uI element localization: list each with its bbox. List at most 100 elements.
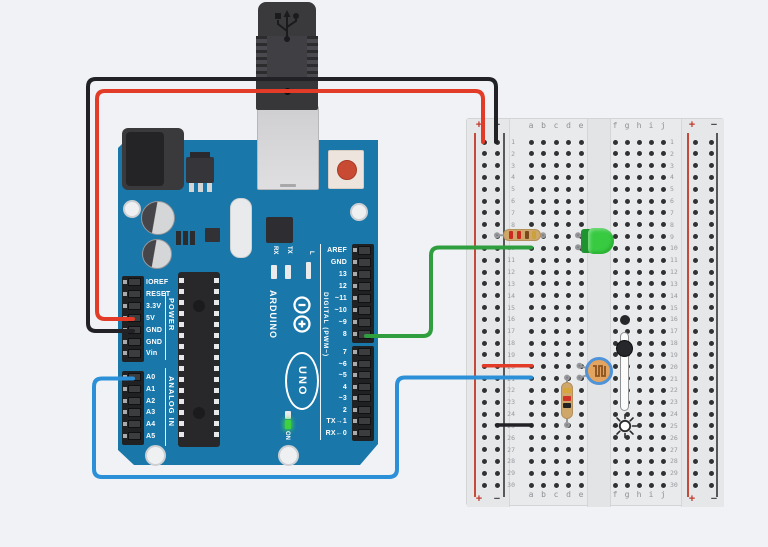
breadboard-hole[interactable]	[660, 435, 666, 441]
breadboard-hole[interactable]	[528, 340, 534, 346]
rail-hole[interactable]	[481, 435, 487, 441]
rail-hole[interactable]	[692, 293, 698, 299]
rail-hole[interactable]	[481, 186, 487, 192]
breadboard-hole[interactable]	[566, 269, 571, 275]
breadboard-hole[interactable]	[660, 281, 666, 287]
rail-hole[interactable]	[494, 340, 500, 346]
breadboard-hole[interactable]	[636, 234, 642, 240]
rail-hole[interactable]	[708, 198, 714, 204]
power-header[interactable]	[122, 276, 144, 363]
breadboard-hole[interactable]	[541, 399, 546, 405]
header-pin[interactable]	[353, 270, 371, 279]
breadboard-hole[interactable]	[528, 210, 534, 216]
breadboard-hole[interactable]	[612, 376, 618, 382]
breadboard-hole[interactable]	[528, 139, 534, 145]
breadboard-hole[interactable]	[624, 305, 630, 311]
header-pin[interactable]	[123, 301, 141, 311]
breadboard-hole[interactable]	[660, 411, 666, 417]
breadboard-hole[interactable]	[528, 352, 534, 358]
rail-hole[interactable]	[708, 423, 714, 429]
breadboard-hole[interactable]	[541, 470, 546, 476]
breadboard-hole[interactable]	[648, 163, 654, 169]
breadboard-hole[interactable]	[648, 340, 654, 346]
breadboard-hole[interactable]	[541, 293, 546, 299]
breadboard-hole[interactable]	[660, 364, 666, 370]
rail-hole[interactable]	[708, 174, 714, 180]
rail-hole[interactable]	[692, 257, 698, 263]
header-pin[interactable]	[353, 382, 371, 391]
rail-hole[interactable]	[708, 387, 714, 393]
rail-hole[interactable]	[494, 482, 500, 488]
breadboard-hole[interactable]	[660, 245, 666, 251]
breadboard-hole[interactable]	[648, 210, 654, 216]
breadboard-hole[interactable]	[541, 186, 546, 192]
rail-hole[interactable]	[481, 316, 487, 322]
breadboard-hole[interactable]	[528, 328, 534, 334]
breadboard-hole[interactable]	[636, 174, 642, 180]
breadboard[interactable]: 1122334455667788991010111112121313141415…	[466, 118, 724, 507]
breadboard-hole[interactable]	[553, 364, 559, 370]
header-pin[interactable]	[353, 318, 371, 327]
breadboard-hole[interactable]	[660, 482, 666, 488]
rail-hole[interactable]	[708, 435, 714, 441]
breadboard-hole[interactable]	[612, 222, 618, 228]
breadboard-hole[interactable]	[578, 186, 584, 192]
rail-hole[interactable]	[481, 305, 487, 311]
breadboard-hole[interactable]	[636, 352, 642, 358]
breadboard-hole[interactable]	[566, 305, 571, 311]
breadboard-hole[interactable]	[528, 470, 534, 476]
breadboard-hole[interactable]	[636, 222, 642, 228]
breadboard-hole[interactable]	[648, 245, 654, 251]
usb-plug[interactable]	[256, 2, 318, 110]
breadboard-hole[interactable]	[636, 316, 642, 322]
breadboard-hole[interactable]	[636, 163, 642, 169]
rail-hole[interactable]	[692, 305, 698, 311]
header-pin[interactable]	[123, 408, 141, 417]
breadboard-hole[interactable]	[612, 163, 618, 169]
rail-hole[interactable]	[708, 234, 714, 240]
breadboard-hole[interactable]	[566, 293, 571, 299]
digital-header-bottom[interactable]	[352, 346, 374, 441]
breadboard-hole[interactable]	[566, 458, 571, 464]
rail-hole[interactable]	[481, 245, 487, 251]
breadboard-hole[interactable]	[624, 198, 630, 204]
rail-hole[interactable]	[708, 305, 714, 311]
rail-hole[interactable]	[692, 470, 698, 476]
breadboard-hole[interactable]	[648, 352, 654, 358]
breadboard-hole[interactable]	[578, 139, 584, 145]
breadboard-hole[interactable]	[541, 269, 546, 275]
breadboard-hole[interactable]	[566, 435, 571, 441]
rail-hole[interactable]	[692, 163, 698, 169]
breadboard-hole[interactable]	[636, 186, 642, 192]
breadboard-hole[interactable]	[541, 305, 546, 311]
breadboard-hole[interactable]	[624, 411, 630, 417]
breadboard-hole[interactable]	[553, 174, 559, 180]
breadboard-hole[interactable]	[660, 257, 666, 263]
breadboard-hole[interactable]	[566, 151, 571, 157]
header-pin[interactable]	[353, 348, 371, 356]
rail-hole[interactable]	[481, 376, 487, 382]
breadboard-hole[interactable]	[648, 435, 654, 441]
breadboard-hole[interactable]	[612, 352, 618, 358]
breadboard-hole[interactable]	[541, 376, 546, 382]
breadboard-hole[interactable]	[648, 411, 654, 417]
breadboard-hole[interactable]	[660, 470, 666, 476]
breadboard-hole[interactable]	[566, 245, 571, 251]
breadboard-hole[interactable]	[578, 387, 584, 393]
breadboard-hole[interactable]	[648, 222, 654, 228]
breadboard-hole[interactable]	[528, 245, 534, 251]
breadboard-hole[interactable]	[624, 151, 630, 157]
reset-button[interactable]	[328, 150, 364, 189]
breadboard-hole[interactable]	[541, 257, 546, 263]
header-pin[interactable]	[353, 330, 371, 339]
breadboard-hole[interactable]	[578, 435, 584, 441]
breadboard-hole[interactable]	[648, 139, 654, 145]
rail-hole[interactable]	[692, 399, 698, 405]
rail-hole[interactable]	[708, 269, 714, 275]
breadboard-hole[interactable]	[648, 293, 654, 299]
breadboard-hole[interactable]	[648, 376, 654, 382]
rail-hole[interactable]	[481, 151, 487, 157]
breadboard-hole[interactable]	[541, 482, 546, 488]
breadboard-hole[interactable]	[553, 139, 559, 145]
breadboard-hole[interactable]	[578, 328, 584, 334]
